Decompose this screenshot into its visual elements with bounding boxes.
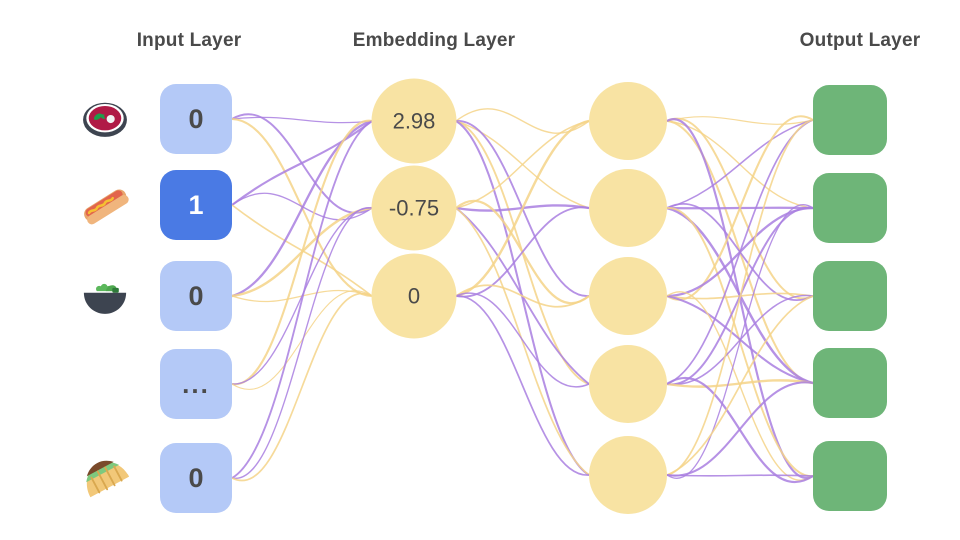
output-node-0[interactable] [813, 85, 887, 155]
input-node-3[interactable]: ... [160, 349, 232, 419]
embedding-node-0[interactable]: 2.98 [371, 78, 457, 164]
hotdog-icon [77, 177, 133, 233]
layer-title-embedding-layer: Embedding Layer [352, 30, 516, 51]
hidden-node-2[interactable] [589, 257, 667, 335]
layer-title-input-layer: Input Layer [136, 30, 242, 51]
input-node-2[interactable]: 0 [160, 261, 232, 331]
output-node-1[interactable] [813, 173, 887, 243]
output-node-2[interactable] [813, 261, 887, 331]
input-node-0[interactable]: 0 [160, 84, 232, 154]
output-node-4[interactable] [813, 441, 887, 511]
stew-bowl-icon [77, 91, 133, 147]
hidden-node-4[interactable] [589, 436, 667, 514]
input-node-4[interactable]: 0 [160, 443, 232, 513]
layer-title-output-layer: Output Layer [799, 30, 921, 51]
hidden-node-1[interactable] [589, 169, 667, 247]
taco-icon [77, 450, 133, 506]
output-node-3[interactable] [813, 348, 887, 418]
embedding-node-2[interactable]: 0 [371, 253, 457, 339]
hidden-node-3[interactable] [589, 345, 667, 423]
input-node-1[interactable]: 1 [160, 170, 232, 240]
salad-bowl-icon [77, 268, 133, 324]
embedding-node-1[interactable]: -0.75 [371, 165, 457, 251]
hidden-node-0[interactable] [589, 82, 667, 160]
